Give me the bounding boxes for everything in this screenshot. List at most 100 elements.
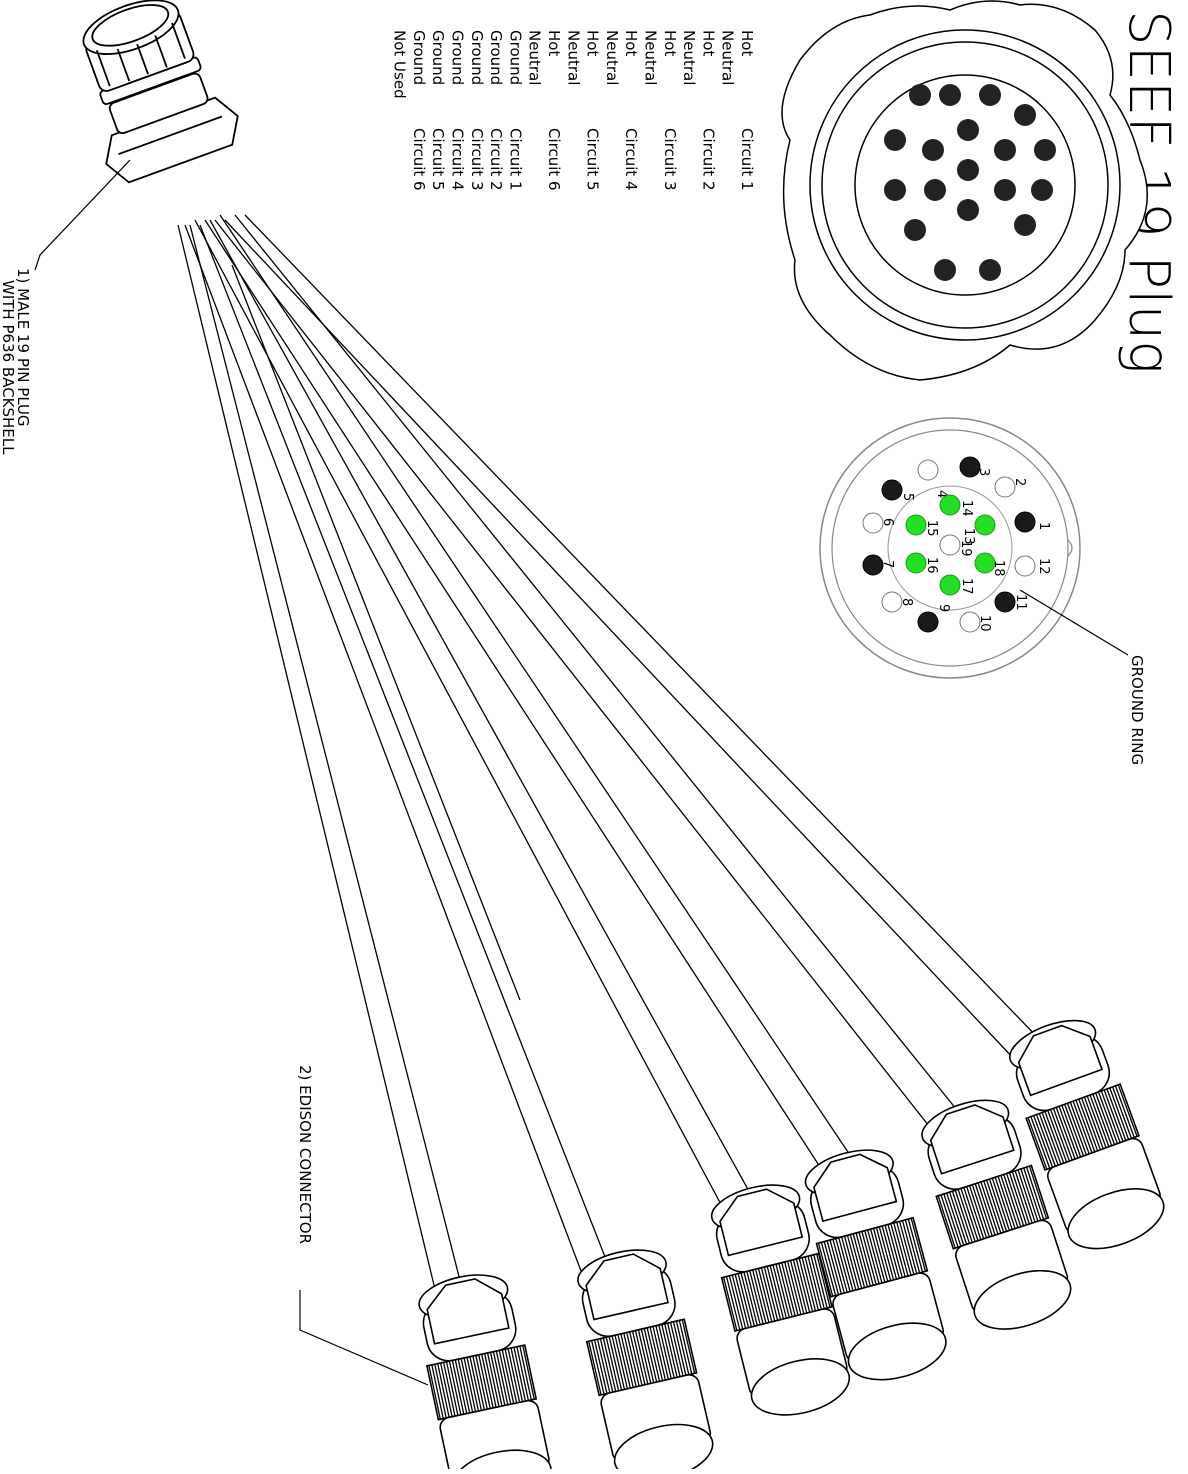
- pin-table-function: Neutral: [680, 30, 698, 85]
- schematic-pin-hot: [881, 479, 903, 501]
- face-pin: [1014, 214, 1036, 236]
- pin-table-function: Ground: [487, 30, 505, 85]
- pin-table-function: Hot: [545, 30, 563, 56]
- pin-table-circuit: Circuit 4: [622, 128, 640, 191]
- face-pin: [922, 139, 944, 161]
- schematic-pin-label: 3: [976, 468, 991, 476]
- plug-leader-line: [34, 159, 131, 271]
- pin-table-circuit: Circuit 6: [410, 128, 428, 191]
- schematic-pin-ground: [974, 514, 996, 536]
- schematic-pin-hot: [959, 456, 981, 478]
- pin-table-circuit: Circuit 5: [429, 128, 447, 191]
- schematic-pin-label: 4: [934, 490, 949, 498]
- face-pin: [994, 179, 1016, 201]
- schematic-pin-hot: [862, 554, 884, 576]
- face-pin: [884, 179, 906, 201]
- pin-table-circuit: Circuit 2: [699, 128, 717, 191]
- schematic-pin-ground: [905, 514, 927, 536]
- pin-table-circuit: Circuit 6: [545, 128, 563, 191]
- schematic-pin-hot: [994, 591, 1016, 613]
- face-pin: [957, 119, 979, 141]
- pin-table-function: Neutral: [642, 30, 660, 85]
- edison-connector: [921, 1099, 1072, 1330]
- plug-callout-line1: 1) MALE 19 PIN PLUG: [14, 268, 32, 427]
- face-pin: [934, 259, 956, 281]
- schematic-pin-hot: [917, 611, 939, 633]
- face-pin: [924, 179, 946, 201]
- plug-callout-line2: WITH P636 BACKSHELL: [0, 280, 17, 455]
- edison-connector: [418, 1274, 552, 1474]
- face-pin: [909, 84, 931, 106]
- male-19-pin-plug: [82, 0, 239, 184]
- pin-table-circuit: Circuit 4: [449, 128, 467, 191]
- ground-ring-callout: GROUND RING: [1128, 655, 1146, 765]
- schematic-pin-ground: [905, 552, 927, 574]
- pin-table-function: Ground: [449, 30, 467, 85]
- edison-connector: [577, 1249, 714, 1474]
- plug-face-view: [781, 0, 1149, 381]
- schematic-pin-label: 2: [1012, 478, 1027, 486]
- pin-table-function: Neutral: [719, 30, 737, 85]
- ground-ring-leader-line: [1019, 589, 1129, 656]
- schematic-pin-label: 15: [924, 520, 939, 537]
- schematic-pin-label: 8: [899, 598, 914, 606]
- schematic-pin-label: 13: [961, 528, 976, 545]
- schematic-pin-label: 14: [959, 500, 974, 517]
- schematic-pin-label: 10: [977, 615, 992, 632]
- face-pin: [939, 84, 961, 106]
- pin-table-circuit: Circuit 1: [506, 128, 524, 191]
- edison-connectors: [418, 1019, 1165, 1474]
- schematic-pin-neutral: [939, 534, 961, 556]
- schematic-pin-ground: [974, 552, 996, 574]
- schematic-pin-label: 18: [991, 560, 1006, 577]
- pin-table-function: Hot: [738, 30, 756, 56]
- pin-table-circuit: Circuit 1: [738, 128, 756, 191]
- schematic-pin-ground: [939, 574, 961, 596]
- schematic-pin-neutral: [917, 459, 939, 481]
- pin-table-function: Neutral: [564, 30, 582, 85]
- face-pin: [904, 219, 926, 241]
- face-pin: [994, 139, 1016, 161]
- face-pin: [1014, 104, 1036, 126]
- schematic-pin-neutral: [959, 611, 981, 633]
- pin-table-circuit: Circuit 5: [584, 128, 602, 191]
- edison-leader-line: [299, 1290, 429, 1386]
- face-pin: [1034, 139, 1056, 161]
- schematic-pin-neutral: [862, 512, 884, 534]
- schematic-pin-label: 12: [1036, 558, 1051, 575]
- pin-table-function: Neutral: [603, 30, 621, 85]
- pin-table-function: Ground: [468, 30, 486, 85]
- schematic-pin-neutral: [994, 476, 1016, 498]
- pin-table-circuit: Circuit 3: [468, 128, 486, 191]
- cables: [177, 214, 1041, 1311]
- pin-table-function: Ground: [410, 30, 428, 85]
- edison-connector: [804, 1149, 947, 1381]
- face-pin: [1031, 179, 1053, 201]
- schematic-pin-label: 19: [958, 540, 973, 557]
- schematic-pin-label: 16: [924, 557, 939, 574]
- pin-table-function: Hot: [622, 30, 640, 56]
- schematic-pin-neutral: [881, 591, 903, 613]
- pin-table-function: Hot: [584, 30, 602, 56]
- schematic-pin-label: 7: [880, 560, 895, 568]
- schematic-pin-hot: [1014, 511, 1036, 533]
- pin-table-function: Hot: [661, 30, 679, 56]
- face-pin: [957, 159, 979, 181]
- schematic-pin-label: 17: [959, 578, 974, 595]
- schematic-pin-label: 5: [900, 493, 915, 501]
- pin-table-function: Not Used: [391, 30, 409, 99]
- schematic-pin-label: 9: [936, 604, 951, 612]
- face-pin: [979, 259, 1001, 281]
- face-pin: [957, 199, 979, 221]
- schematic-pin-label: 6: [880, 518, 895, 526]
- pin-table-function: Ground: [429, 30, 447, 85]
- schematic-pin-neutral: [1014, 555, 1036, 577]
- pin-table-circuit: Circuit 2: [487, 128, 505, 191]
- pin-table-function: Neutral: [526, 30, 544, 85]
- schematic-pin-ground: [939, 494, 961, 516]
- face-pin: [979, 84, 1001, 106]
- face-pin: [884, 129, 906, 151]
